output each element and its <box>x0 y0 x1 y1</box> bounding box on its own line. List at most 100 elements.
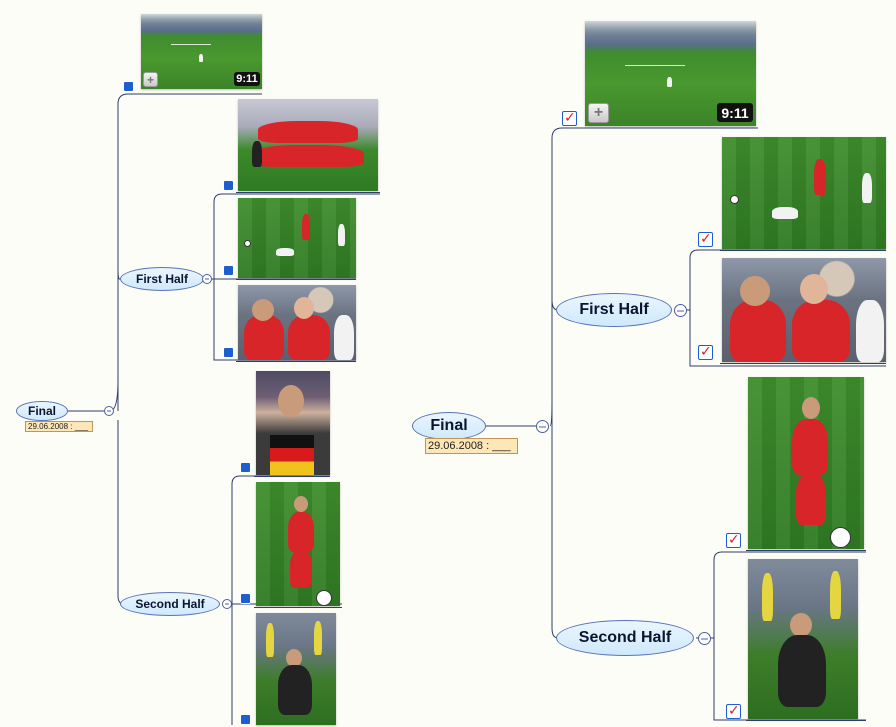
node-underline <box>236 361 356 362</box>
pitch-line <box>171 44 211 45</box>
topic-first-half[interactable]: First Half <box>556 293 672 327</box>
node-underline <box>236 279 356 280</box>
blue-square-marker-icon[interactable] <box>240 714 251 725</box>
video-thumbnail[interactable]: + 9:11 <box>585 21 756 126</box>
topic-first-half[interactable]: First Half <box>120 267 204 291</box>
player-red-left <box>244 315 284 360</box>
celebration-photo[interactable] <box>722 258 886 362</box>
player-head <box>802 397 820 419</box>
ball <box>830 527 851 548</box>
ball <box>316 590 332 606</box>
plus-icon[interactable]: + <box>588 103 609 123</box>
player-red-right <box>792 300 850 362</box>
node-underline <box>746 720 866 721</box>
celebration-photo[interactable] <box>238 285 356 360</box>
player-red-shorts <box>796 473 826 525</box>
team-back-row <box>258 121 358 143</box>
topic-label: First Half <box>579 301 649 318</box>
date-note[interactable]: 29.06.2008 : ___ <box>425 438 518 454</box>
topic-second-half[interactable]: Second Half <box>120 592 220 616</box>
video-duration: 9:11 <box>717 103 753 122</box>
node-underline <box>254 607 342 608</box>
player-down <box>276 248 294 256</box>
date-note-text: 29.06.2008 : ___ <box>28 422 89 431</box>
keeper-arm-left <box>762 573 773 621</box>
node-underline <box>254 476 330 477</box>
player-with-ball-photo[interactable] <box>748 377 864 549</box>
plus-icon[interactable]: + <box>143 72 158 87</box>
blue-square-marker-icon[interactable] <box>123 81 134 92</box>
player-figure <box>199 54 203 62</box>
player-red-right <box>288 315 330 360</box>
player-head <box>252 299 274 321</box>
ball <box>730 195 739 204</box>
player-white <box>334 315 354 360</box>
team-front-row <box>252 145 364 167</box>
blue-square-marker-icon[interactable] <box>223 265 234 276</box>
central-topic-final[interactable]: Final <box>412 412 486 440</box>
player-figure <box>667 77 672 87</box>
player-red <box>302 214 310 240</box>
keeper-head <box>790 613 812 637</box>
goalkeeper-photo[interactable] <box>748 559 858 719</box>
collapse-toggle[interactable] <box>698 632 711 645</box>
video-duration: 9:11 <box>234 72 260 86</box>
player-red-shorts <box>290 550 312 588</box>
keeper-head <box>286 649 302 667</box>
topic-label: First Half <box>135 272 188 286</box>
topic-second-half[interactable]: Second Half <box>556 620 694 656</box>
node-underline <box>720 363 886 364</box>
blue-square-marker-icon[interactable] <box>240 593 251 604</box>
keeper-arm-left <box>266 623 274 657</box>
fan-photo[interactable] <box>256 371 330 475</box>
tackle-photo[interactable] <box>722 137 886 249</box>
fan-face <box>278 385 304 417</box>
player-head <box>800 274 828 304</box>
player-red <box>814 159 826 195</box>
collapse-toggle[interactable] <box>674 304 687 317</box>
player-white <box>856 300 884 362</box>
german-flag-top <box>270 435 314 475</box>
red-checkmark-icon[interactable] <box>726 702 741 719</box>
player-head <box>740 276 770 306</box>
keeper-body <box>278 665 312 715</box>
goalkeeper-photo[interactable] <box>256 613 336 725</box>
collapse-toggle[interactable] <box>104 406 114 416</box>
goalkeeper-figure <box>252 141 262 167</box>
node-underline <box>720 250 886 251</box>
player-with-ball-photo[interactable] <box>256 482 340 606</box>
ball <box>244 240 251 247</box>
collapse-toggle[interactable] <box>202 274 212 284</box>
pitch-line <box>625 65 685 66</box>
player-red-left <box>730 300 786 362</box>
central-topic-label: Final <box>430 417 468 434</box>
red-checkmark-icon[interactable] <box>562 109 577 126</box>
keeper-arm-right <box>314 621 322 655</box>
central-topic-label: Final <box>27 404 56 418</box>
topic-label: Second Half <box>135 597 205 611</box>
central-topic-final[interactable]: Final <box>16 401 68 421</box>
player-down <box>772 207 798 219</box>
topic-label: Second Half <box>578 629 672 646</box>
red-checkmark-icon[interactable] <box>726 531 741 548</box>
blue-square-marker-icon[interactable] <box>223 180 234 191</box>
player-head <box>294 297 314 319</box>
red-checkmark-icon[interactable] <box>698 230 713 247</box>
video-thumbnail[interactable]: + 9:11 <box>141 14 262 89</box>
collapse-toggle[interactable] <box>222 599 232 609</box>
tackle-photo[interactable] <box>238 198 356 278</box>
red-checkmark-icon[interactable] <box>698 343 713 360</box>
date-note[interactable]: 29.06.2008 : ___ <box>25 421 93 432</box>
keeper-body <box>778 635 826 707</box>
collapse-toggle[interactable] <box>536 420 549 433</box>
team-photo[interactable] <box>238 99 378 191</box>
node-underline <box>746 550 866 551</box>
blue-square-marker-icon[interactable] <box>223 347 234 358</box>
keeper-arm-right <box>830 571 841 619</box>
blue-square-marker-icon[interactable] <box>240 462 251 473</box>
player-head <box>294 496 308 512</box>
date-note-text: 29.06.2008 : ___ <box>428 440 511 452</box>
player-red-shirt <box>792 419 828 475</box>
player-red-shirt <box>288 512 314 552</box>
